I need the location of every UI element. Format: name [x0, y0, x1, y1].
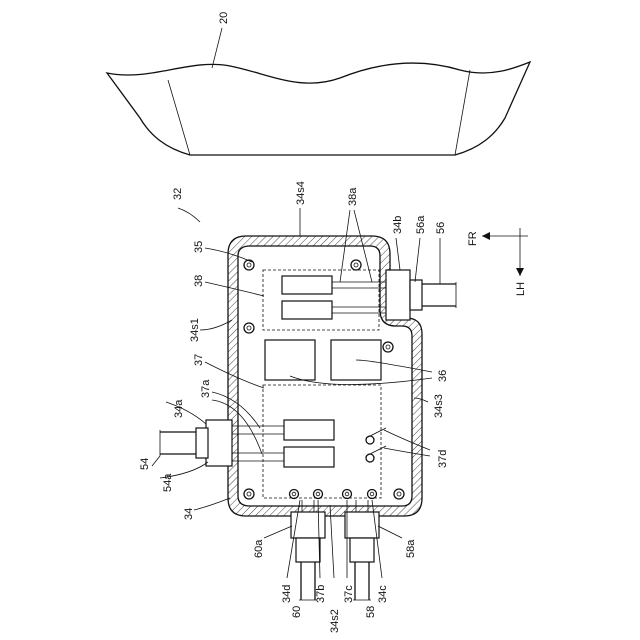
direction-indicator [482, 228, 528, 276]
tray-20 [107, 28, 530, 155]
label-37c: 37c [343, 585, 355, 603]
label-56: 56 [435, 222, 447, 234]
label-60: 60 [291, 606, 303, 618]
label-58a: 58a [405, 539, 417, 558]
label-37b: 37b [315, 585, 327, 603]
connectors-38a [282, 276, 392, 319]
component-36-left [265, 340, 315, 380]
label-37d: 37d [437, 450, 449, 468]
label-20: 20 [218, 12, 230, 24]
label-34d: 34d [281, 585, 293, 603]
label-32: 32 [172, 188, 184, 200]
label-34s1: 34s1 [189, 318, 201, 342]
board-37-outline [263, 385, 381, 498]
label-37a: 37a [200, 379, 212, 398]
grommet-56a [386, 270, 456, 320]
leader-lines [152, 208, 440, 578]
label-35: 35 [193, 241, 205, 253]
label-54: 54 [139, 458, 151, 470]
connectors-37a [228, 420, 334, 467]
label-34s4: 34s4 [295, 181, 307, 205]
label-56a: 56a [415, 215, 427, 234]
label-58: 58 [365, 606, 377, 618]
label-34s3: 34s3 [433, 394, 445, 418]
label-36: 36 [437, 370, 449, 382]
label-37: 37 [193, 354, 205, 366]
label-34s2: 34s2 [329, 609, 341, 633]
label-38: 38 [193, 275, 205, 287]
label-34c: 34c [377, 585, 389, 603]
label-fr: FR [467, 231, 479, 246]
label-lh: LH [515, 282, 527, 296]
label-34b: 34b [392, 216, 404, 234]
label-60a: 60a [253, 539, 265, 558]
label-34: 34 [183, 508, 195, 520]
reference-labels: 20 32 34s4 38a 34b 56a 56 35 38 34s1 37 … [139, 12, 527, 633]
bottom-terminals [290, 490, 377, 499]
grommet-54a [160, 420, 232, 466]
label-34a: 34a [173, 399, 185, 418]
label-54a: 54a [162, 473, 174, 492]
label-38a: 38a [347, 187, 359, 206]
terminals-37d [366, 428, 386, 462]
